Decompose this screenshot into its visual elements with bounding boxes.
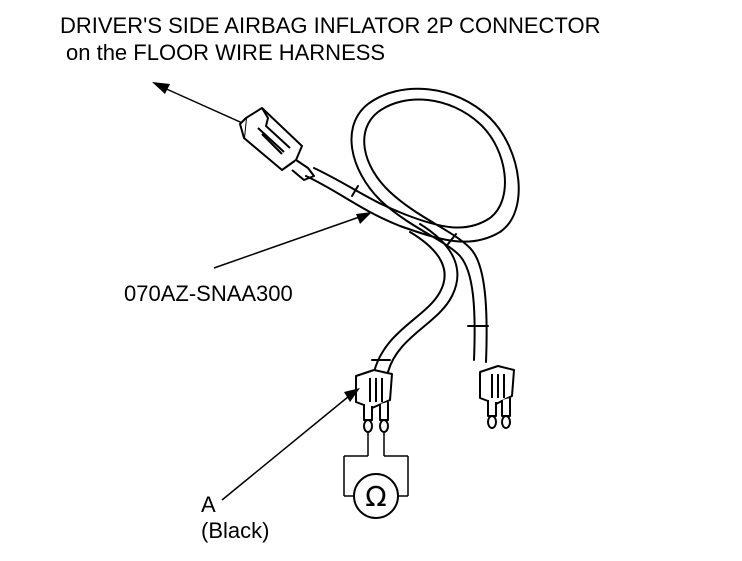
- callout-a-color: (Black): [201, 518, 270, 543]
- part-number-label: 070AZ-SNAA300: [124, 281, 293, 306]
- a-leader-arrow: [344, 388, 360, 402]
- title-line-1: DRIVER'S SIDE AIRBAG INFLATOR 2P CONNECT…: [60, 13, 601, 38]
- wire-harness-loop: [305, 87, 520, 373]
- floor-harness-2p-connector: [239, 107, 315, 181]
- title-line-2: on the FLOOR WIRE HARNESS: [66, 40, 386, 65]
- callout-a-label: A: [201, 492, 216, 517]
- ohm-symbol: Ω: [365, 480, 386, 513]
- connector-a-black: [355, 369, 393, 433]
- ohmmeter-circuit: [343, 432, 409, 497]
- a-leader: [221, 391, 355, 501]
- ohmmeter-circle: [353, 473, 399, 519]
- connector-arrowhead: [152, 82, 170, 94]
- part-number-leader-arrow: [356, 212, 372, 224]
- connector-b: [479, 365, 515, 429]
- part-number-leader: [213, 213, 369, 269]
